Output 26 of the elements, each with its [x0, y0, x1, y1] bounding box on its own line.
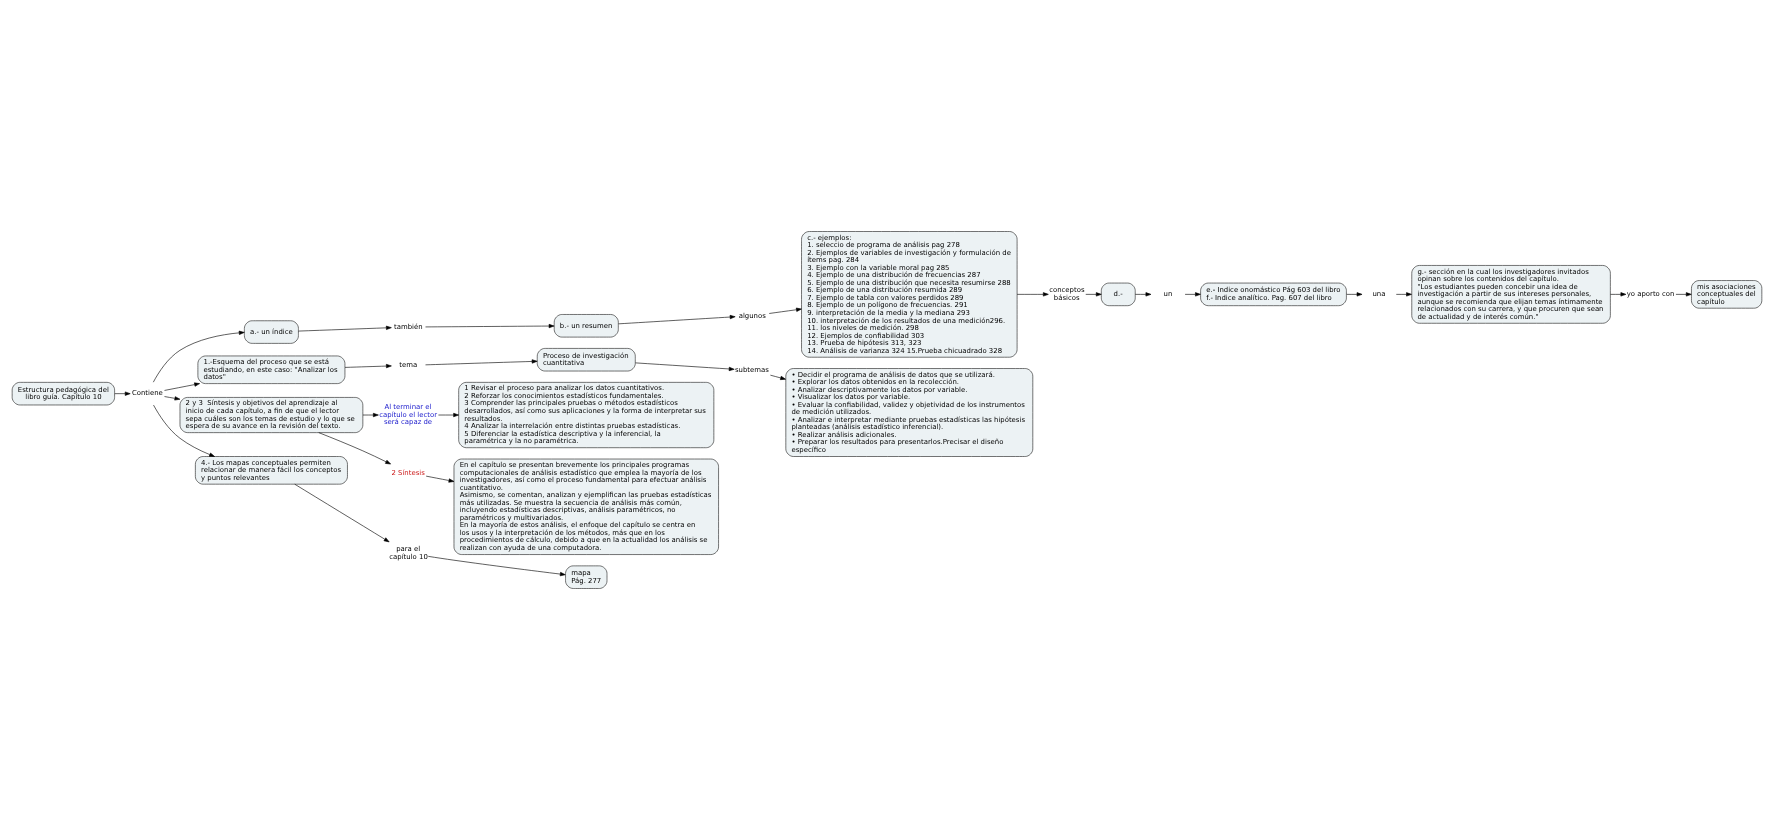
arrow [294, 483, 390, 542]
arrow [770, 374, 786, 380]
arrow [1675, 291, 1692, 296]
arrow [362, 412, 379, 417]
arrow [425, 323, 555, 328]
arrow [425, 358, 538, 365]
arrow [768, 307, 802, 314]
arrow [164, 395, 181, 400]
arrow [1346, 291, 1363, 296]
arrow [1085, 291, 1102, 296]
arrow [114, 391, 131, 396]
arrow [153, 330, 245, 382]
arrow [425, 475, 455, 483]
arrow [1016, 291, 1049, 296]
arrow [635, 362, 735, 371]
arrow [1395, 291, 1412, 296]
arrow [427, 555, 566, 576]
arrow [1610, 291, 1627, 296]
arrow [164, 382, 200, 391]
arrow [344, 363, 392, 368]
arrow [438, 412, 459, 417]
arrow [1134, 291, 1152, 296]
arrow [298, 325, 392, 331]
arrow [1184, 291, 1201, 296]
arrow [618, 314, 736, 324]
arrow [153, 404, 215, 457]
